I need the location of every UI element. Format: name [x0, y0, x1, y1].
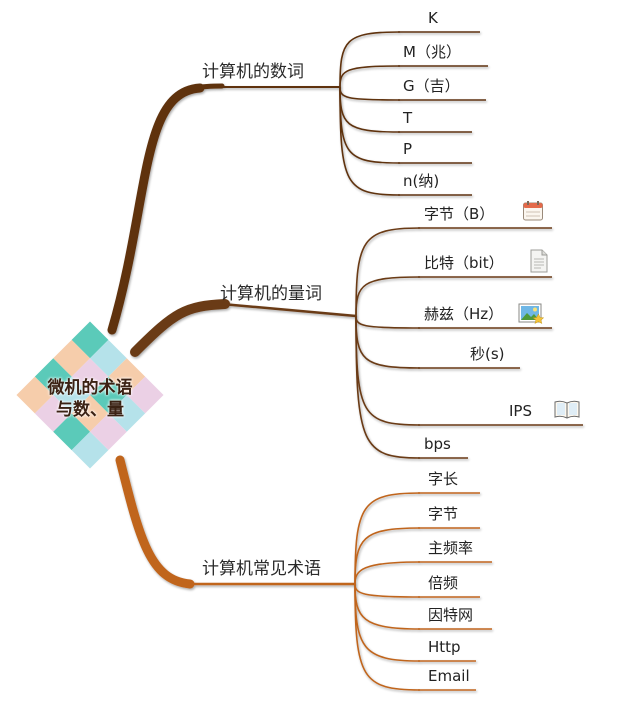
leaf-http[interactable]: Http: [428, 638, 461, 656]
leaf-byte-term[interactable]: 字节: [428, 505, 459, 523]
leaf-word-length[interactable]: 字长: [428, 470, 459, 488]
mosaic-tile: [126, 376, 164, 414]
mosaic-tile: [53, 376, 90, 414]
central-topic-line2: 与数、量: [56, 400, 124, 420]
mosaic-tile: [90, 376, 127, 414]
leaf-multiplier[interactable]: 倍频: [428, 574, 459, 592]
leaf-ips[interactable]: IPS: [509, 402, 532, 420]
calendar-icon[interactable]: [522, 200, 544, 222]
mosaic-tile: [71, 431, 109, 469]
leaf-byte[interactable]: 字节（B）: [424, 205, 495, 223]
leaf-p[interactable]: P: [403, 140, 413, 158]
leaf-g[interactable]: G（吉）: [403, 77, 460, 95]
central-topic-mosaic: [16, 321, 164, 469]
leaf-email[interactable]: Email: [428, 667, 470, 685]
mosaic-tile: [16, 376, 54, 414]
branch-label-units[interactable]: 计算机的量词: [220, 284, 322, 304]
leaf-clock-frequency[interactable]: 主频率: [428, 539, 474, 557]
branch-connector-numbers: [107, 83, 340, 335]
leaf-t[interactable]: T: [403, 109, 413, 127]
branch-leaves-units: [355, 227, 583, 459]
book-icon[interactable]: [554, 399, 580, 419]
leaf-m[interactable]: M（兆）: [403, 43, 461, 61]
central-topic[interactable]: 微机的术语 与数、量: [30, 377, 150, 421]
leaf-hertz[interactable]: 赫兹（Hz）: [424, 305, 504, 323]
branch-leaves-terms: [354, 492, 492, 691]
branch-leaves-numbers: [339, 31, 488, 196]
leaf-n[interactable]: n(纳): [403, 172, 440, 190]
leaf-internet[interactable]: 因特网: [428, 606, 474, 624]
picture-icon[interactable]: [518, 303, 544, 325]
leaf-k[interactable]: K: [428, 9, 438, 27]
document-icon[interactable]: [529, 249, 549, 273]
leaf-bit[interactable]: 比特（bit）: [424, 254, 504, 272]
leaf-second[interactable]: 秒(s): [470, 345, 505, 363]
central-topic-line1: 微机的术语: [47, 378, 133, 398]
mosaic-tile: [71, 321, 109, 359]
branch-label-terms[interactable]: 计算机常见术语: [202, 559, 321, 579]
branch-label-numbers[interactable]: 计算机的数词: [202, 62, 304, 82]
leaf-bps[interactable]: bps: [424, 435, 451, 453]
branch-connector-units: [130, 299, 357, 357]
branch-connector-terms: [115, 455, 355, 589]
